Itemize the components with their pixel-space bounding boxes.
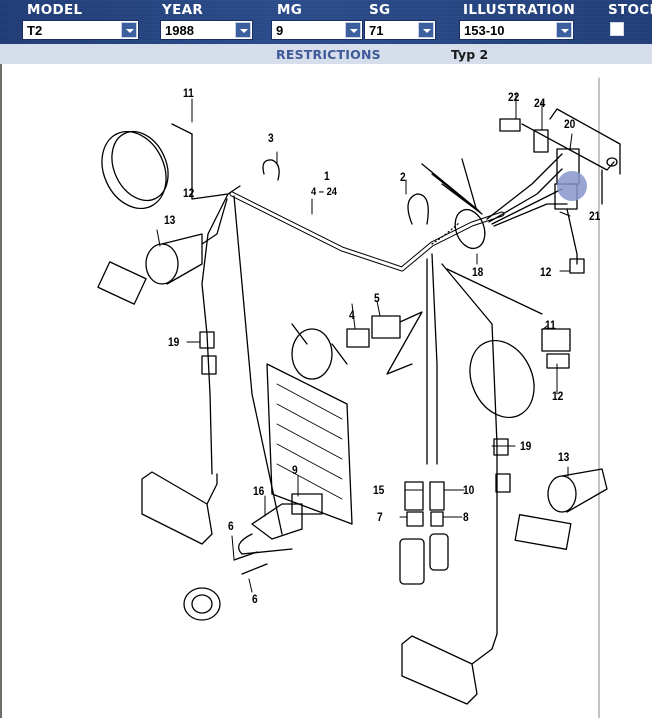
connector-7 (407, 512, 423, 526)
clip-2 (408, 194, 428, 224)
callout-24[interactable]: 24 (534, 96, 546, 110)
sg-select[interactable]: 71 (364, 20, 436, 40)
lens-13-left (98, 262, 146, 304)
callout-13-right[interactable]: 13 (558, 450, 570, 464)
year-select[interactable]: 1988 (160, 20, 253, 40)
mg-label: MG (277, 2, 303, 18)
chevron-down-icon[interactable] (121, 22, 137, 38)
callout-12[interactable]: 12 (183, 186, 195, 200)
bulb-socket-6 (234, 552, 267, 574)
callout-2[interactable]: 2 (400, 170, 406, 184)
connector-5 (372, 316, 400, 338)
stock-label: STOCK (608, 2, 652, 18)
connector-19-left (200, 332, 214, 348)
sg-value: 71 (369, 23, 384, 38)
headlight-right (458, 330, 546, 428)
callout-3[interactable]: 3 (268, 131, 274, 145)
bracket-bolt (607, 158, 617, 166)
callout-7[interactable]: 7 (377, 510, 383, 524)
parts-illustration: 11 12 3 1 4 – 24 2 13 22 24 20 21 18 12 … (2, 64, 652, 718)
restrictions-link[interactable]: RESTRICTIONS (276, 47, 381, 62)
selection-toolbar: MODEL T2 YEAR 1988 MG 9 SG 71 ILLUSTRATI… (0, 0, 652, 44)
callout-20[interactable]: 20 (564, 117, 576, 131)
sidelight-13-left (146, 244, 178, 284)
wire-left-down (202, 186, 240, 474)
callout-6-upper[interactable]: 6 (228, 519, 234, 533)
callout-11[interactable]: 11 (183, 86, 194, 100)
washer-pump-right (430, 534, 448, 570)
connector-9 (292, 494, 322, 514)
illustration-select[interactable]: 153-10 (459, 20, 574, 40)
callout-1[interactable]: 1 (324, 169, 330, 183)
connector-15 (405, 482, 423, 510)
chevron-down-icon[interactable] (556, 22, 572, 38)
connector-12-right (547, 354, 569, 368)
chevron-down-icon[interactable] (345, 22, 361, 38)
connector-11-right (542, 329, 570, 351)
connector-22 (500, 119, 520, 131)
model-value: T2 (27, 23, 43, 38)
callout-12-top[interactable]: 12 (540, 265, 552, 279)
mounting-bracket (522, 109, 620, 204)
wiring-harness-drawing (2, 64, 652, 718)
callout-21[interactable]: 21 (589, 209, 601, 223)
connector-4 (347, 329, 369, 347)
connector-8 (431, 512, 443, 526)
connector-24 (534, 130, 548, 152)
stock-checkbox[interactable] (610, 22, 624, 36)
callout-19-left[interactable]: 19 (168, 335, 180, 349)
horn (184, 588, 220, 620)
callout-1-range: 4 – 24 (311, 186, 338, 198)
connector-19-right (494, 439, 508, 455)
foglamp-right (402, 636, 477, 704)
callout-19-right[interactable]: 19 (520, 439, 532, 453)
chevron-down-icon[interactable] (418, 22, 434, 38)
left-border (0, 64, 2, 718)
vehicle-type-text: Typ 2 (451, 47, 489, 62)
grommet-18 (450, 205, 490, 252)
callout-4[interactable]: 4 (349, 308, 355, 322)
connector-16 (252, 504, 302, 539)
model-select[interactable]: T2 (22, 20, 139, 40)
washer-pump-left (400, 539, 424, 584)
chevron-down-icon[interactable] (235, 22, 251, 38)
highlighted-callout-marker[interactable] (557, 171, 587, 201)
callout-13[interactable]: 13 (164, 213, 176, 227)
callout-22[interactable]: 22 (508, 90, 520, 104)
callout-5[interactable]: 5 (374, 291, 380, 305)
sg-label: SG (369, 2, 391, 18)
callout-15[interactable]: 15 (373, 483, 385, 497)
sidelight-13-right (548, 476, 576, 512)
callout-9[interactable]: 9 (292, 463, 298, 477)
illustration-value: 153-10 (464, 23, 505, 38)
callout-16[interactable]: 16 (253, 484, 265, 498)
year-label: YEAR (162, 2, 204, 18)
clip-3 (263, 160, 279, 180)
year-value: 1988 (165, 23, 194, 38)
fan (292, 329, 332, 379)
headlight-left (90, 121, 178, 219)
wire-right-1 (432, 254, 437, 464)
foglamp-left (142, 472, 212, 544)
model-label: MODEL (27, 2, 83, 18)
radiator (267, 364, 352, 524)
mg-value: 9 (276, 23, 284, 38)
wire-bundle (487, 154, 567, 226)
callout-11-right[interactable]: 11 (545, 318, 556, 332)
info-strip: RESTRICTIONS Typ 2 (0, 44, 652, 64)
callout-10[interactable]: 10 (463, 483, 475, 497)
callout-18[interactable]: 18 (472, 265, 484, 279)
connector-12-top (570, 259, 584, 273)
callout-12-right[interactable]: 12 (552, 389, 564, 403)
connector-10 (430, 482, 444, 510)
callout-6-lower[interactable]: 6 (252, 592, 258, 606)
callout-8[interactable]: 8 (463, 510, 469, 524)
mg-select[interactable]: 9 (271, 20, 363, 40)
lens-13-right (515, 515, 571, 550)
illustration-label: ILLUSTRATION (463, 2, 576, 18)
